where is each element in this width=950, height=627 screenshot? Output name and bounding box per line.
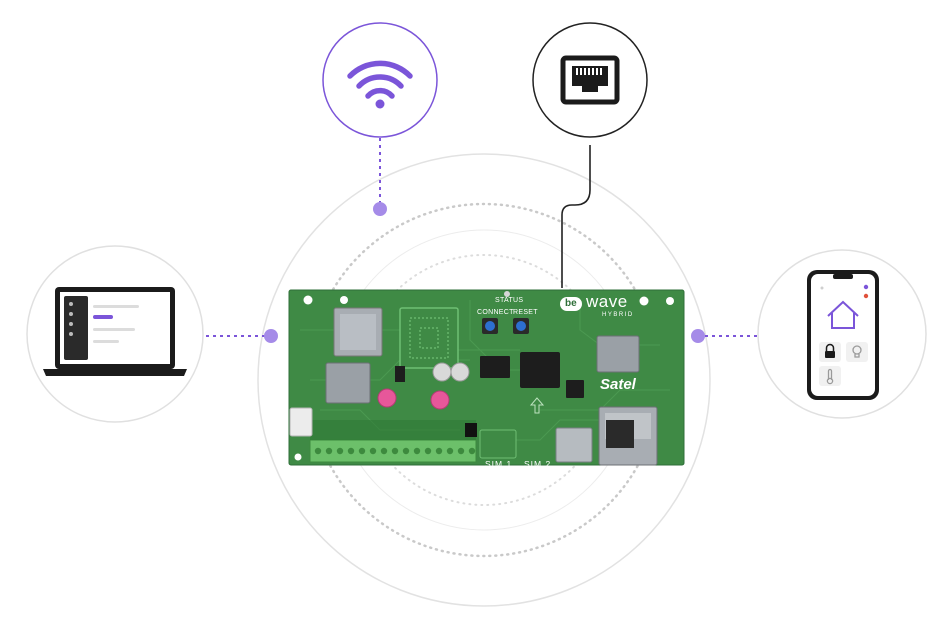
manufacturer-logo: Satel: [600, 376, 636, 393]
mounting-hole: [666, 297, 674, 305]
capacitor: [432, 362, 452, 382]
home-icon: [827, 300, 859, 329]
mounting-hole: [639, 296, 649, 306]
laptop-node: [26, 245, 204, 423]
connector-lines: [206, 138, 760, 337]
lightbulb-icon: [852, 345, 862, 358]
sim-holder-1: [479, 429, 517, 459]
radio-module: [325, 362, 371, 404]
mounting-hole: [294, 453, 302, 461]
phone-node: [757, 249, 927, 419]
sim2-label: SIM 2: [524, 459, 552, 469]
wifi-connector-dot: [373, 202, 387, 216]
mounting-hole: [303, 295, 313, 305]
ethernet-node: [532, 22, 648, 138]
reset-button[interactable]: [513, 318, 529, 334]
wifi-module: [596, 335, 640, 373]
capacitor: [450, 362, 470, 382]
antenna-pad: [399, 307, 459, 369]
connect-button[interactable]: [482, 318, 498, 334]
wifi-icon: [347, 60, 413, 99]
status-led: [504, 291, 510, 297]
brand-hybrid: HYBRID: [602, 312, 634, 318]
terminal-block: [309, 420, 477, 463]
capacitor: [430, 390, 450, 410]
connect-label: CONNECT: [477, 309, 514, 316]
pcb-board: [288, 289, 685, 466]
capacitor: [377, 388, 397, 408]
phone-connector-dot: [691, 329, 705, 343]
ethernet-port-icon: [560, 55, 620, 105]
lock-icon: [825, 343, 835, 358]
chip: [480, 356, 510, 378]
status-label: STATUS: [495, 297, 524, 304]
chip: [566, 380, 584, 398]
transformer: [606, 420, 634, 448]
brand-be: be: [565, 298, 577, 309]
cpu-chip: [520, 352, 560, 388]
thermometer-icon: [826, 368, 834, 385]
mounting-hole: [340, 296, 348, 304]
power-connector: [289, 407, 313, 437]
chip: [395, 366, 405, 382]
brand-wave: wave: [586, 292, 628, 311]
sim1-label: SIM 1: [485, 459, 513, 469]
smartphone-icon: [807, 270, 879, 400]
laptop-icon: [43, 287, 187, 376]
brand-logo-badge: [560, 297, 582, 311]
laptop-connector-dot: [264, 329, 278, 343]
wifi-node: [322, 22, 438, 138]
reset-label: RESET: [513, 309, 538, 316]
sim-holder-2: [555, 427, 593, 463]
